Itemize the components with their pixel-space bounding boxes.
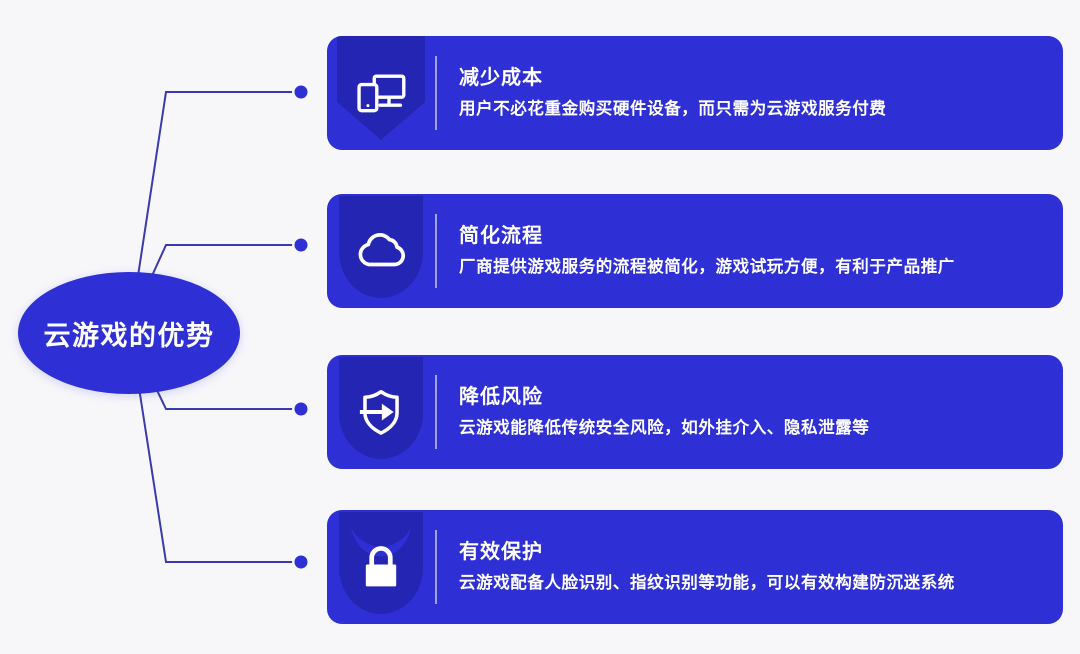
devices-monitor-tablet-icon: [357, 74, 406, 113]
benefit-card-reduce-cost[interactable]: 减少成本 用户不必花重金购买硬件设备，而只需为云游戏服务付费: [327, 36, 1063, 150]
card-text-block: 简化流程 厂商提供游戏服务的流程被简化，游戏试玩方便，有利于产品推广: [459, 223, 971, 278]
connector-dot-2: [292, 236, 310, 254]
connector-dot-4: [292, 553, 310, 571]
icon-container: [327, 194, 435, 308]
icon-container: [327, 355, 435, 469]
benefit-card-reduce-risk[interactable]: 降低风险 云游戏能降低传统安全风险，如外挂介入、隐私泄露等: [327, 355, 1063, 469]
icon-container: [327, 510, 435, 624]
card-description: 云游戏能降低传统安全风险，如外挂介入、隐私泄露等: [459, 419, 870, 438]
icon-container: [327, 36, 435, 150]
connector-dot-3: [292, 400, 310, 418]
card-description: 云游戏配备人脸识别、指纹识别等功能，可以有效构建防沉迷系统: [459, 574, 955, 593]
benefit-card-simplify-process[interactable]: 简化流程 厂商提供游戏服务的流程被简化，游戏试玩方便，有利于产品推广: [327, 194, 1063, 308]
card-title: 有效保护: [459, 541, 543, 564]
benefit-card-effective-protection[interactable]: 有效保护 云游戏配备人脸识别、指纹识别等功能，可以有效构建防沉迷系统: [327, 510, 1063, 624]
card-description: 厂商提供游戏服务的流程被简化，游戏试玩方便，有利于产品推广: [459, 258, 955, 277]
connector-dots: [292, 83, 310, 571]
card-divider: [435, 530, 437, 604]
card-divider: [435, 214, 437, 288]
central-node-label: 云游戏的优势: [43, 320, 215, 351]
card-title: 简化流程: [459, 225, 543, 248]
central-node[interactable]: 云游戏的优势: [18, 272, 240, 394]
cloud-icon: [358, 233, 406, 267]
padlock-icon: [365, 546, 397, 587]
card-text-block: 降低风险 云游戏能降低传统安全风险，如外挂介入、隐私泄露等: [459, 384, 885, 439]
connector-dot-1: [292, 83, 310, 101]
card-title: 降低风险: [459, 386, 543, 409]
card-divider: [435, 375, 437, 449]
card-text-block: 减少成本 用户不必花重金购买硬件设备，而只需为云游戏服务付费: [459, 65, 903, 120]
card-text-block: 有效保护 云游戏配备人脸识别、指纹识别等功能，可以有效构建防沉迷系统: [459, 539, 971, 594]
card-divider: [435, 56, 437, 130]
shield-arrow-icon: [359, 389, 399, 435]
card-description: 用户不必花重金购买硬件设备，而只需为云游戏服务付费: [459, 100, 887, 119]
card-title: 减少成本: [459, 67, 543, 90]
